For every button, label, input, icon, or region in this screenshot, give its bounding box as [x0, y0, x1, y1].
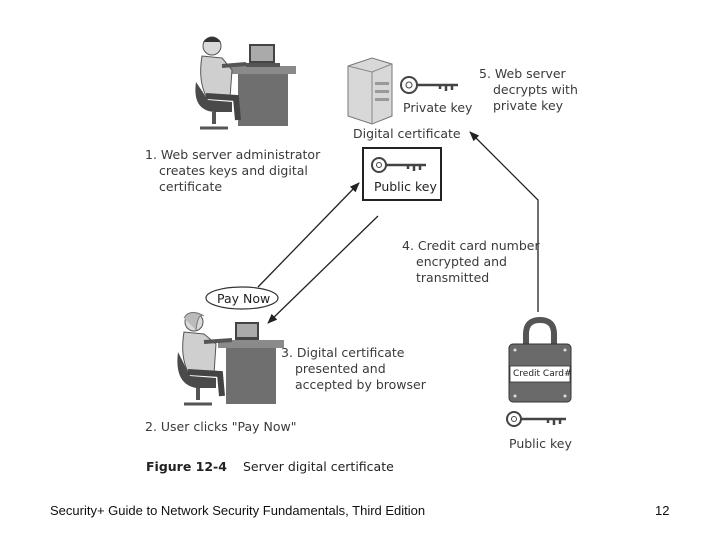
step-2-label: 2. User clicks "Pay Now"	[145, 419, 297, 434]
certificate-public-key-icon	[371, 157, 426, 173]
pay-now-bubble	[205, 286, 279, 310]
web-server-icon	[347, 57, 393, 125]
step-5-line-2: decrypts with	[493, 82, 578, 97]
page-number: 12	[655, 503, 670, 518]
lock-public-key-label: Public key	[509, 436, 572, 451]
figure-number: Figure 12-4	[146, 459, 227, 474]
step-4-line-1: 4. Credit card number	[402, 238, 540, 253]
arrow-to-certificate	[257, 182, 360, 288]
step-5-line-3: private key	[493, 98, 564, 113]
step-5-label: 5. Web server decrypts with private key	[479, 66, 578, 114]
arrow-to-server	[469, 131, 539, 312]
lock-public-key-icon	[506, 411, 566, 427]
private-key-icon	[400, 76, 458, 94]
step-4-line-2: encrypted and	[416, 254, 507, 269]
user-at-computer-icon	[177, 312, 284, 406]
step-4-line-3: transmitted	[416, 270, 490, 285]
step-3-line-2: presented and	[295, 361, 386, 376]
step-1-line-1: 1. Web server administrator	[145, 147, 321, 162]
digital-certificate-box	[362, 147, 442, 201]
step-3-line-1: 3. Digital certificate	[281, 345, 405, 360]
step-4-label: 4. Credit card number encrypted and tran…	[402, 238, 540, 286]
figure-title: Server digital certificate	[242, 459, 394, 474]
step-1-line-2: creates keys and digital	[159, 163, 308, 178]
administrator-at-computer-icon	[195, 36, 296, 130]
certificate-public-key-label: Public key	[374, 179, 437, 194]
step-1-label: 1. Web server administrator creates keys…	[145, 147, 320, 195]
step-3-label: 3. Digital certificate presented and acc…	[281, 345, 426, 393]
figure-caption: Figure 12-4 Server digital certificate	[146, 459, 394, 474]
arrow-certificate-to-user	[267, 215, 379, 324]
step-3-line-3: accepted by browser	[295, 377, 426, 392]
digital-certificate-label: Digital certificate	[353, 126, 461, 141]
credit-card-label: Credit Card#	[513, 369, 572, 379]
step-5-line-1: 5. Web server	[479, 66, 566, 81]
credit-card-label-box	[509, 365, 571, 383]
private-key-label: Private key	[403, 100, 473, 115]
padlock-icon	[508, 316, 572, 403]
step-1-line-3: certificate	[159, 179, 223, 194]
pay-now-label: Pay Now	[217, 291, 271, 306]
footer-book-title: Security+ Guide to Network Security Fund…	[50, 503, 426, 518]
